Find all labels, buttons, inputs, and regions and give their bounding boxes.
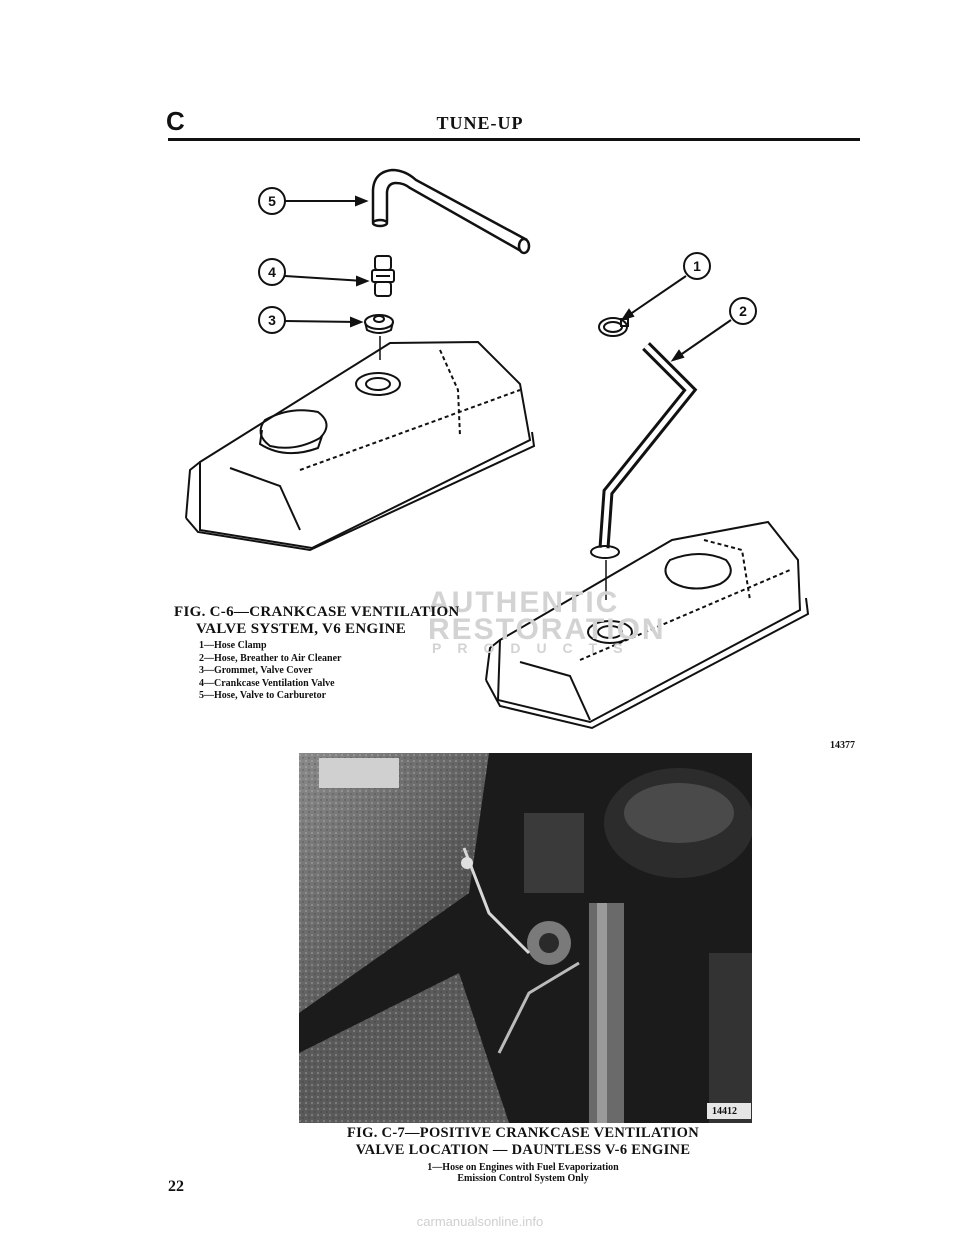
callout-4 [258, 258, 370, 287]
legend-item: 5—Hose, Valve to Carburetor [199, 690, 327, 701]
grommet [364, 314, 394, 360]
fig-c7-note-line2: Emission Control System Only [457, 1173, 589, 1184]
page-title: TUNE-UP [436, 113, 524, 133]
header-rule [168, 138, 860, 141]
legend-item: 1—Hose Clamp [199, 640, 267, 651]
fig-c7-photo: 14412 [299, 753, 754, 1123]
callout-3-label: 3 [268, 312, 276, 328]
hose-valve-to-carburetor [371, 168, 531, 255]
fig-c7-note-line1: 1—Hose on Engines with Fuel Evaporizatio… [427, 1162, 619, 1173]
callout-3 [258, 306, 364, 334]
callout-4-label: 4 [268, 264, 276, 280]
legend-item: 3—Grommet, Valve Cover [199, 665, 313, 676]
figure-c6-drawing: 5 4 3 1 2 [185, 168, 810, 730]
valve-cover-left [185, 340, 536, 552]
callout-5-label: 5 [268, 193, 276, 209]
callout-2-label: 2 [739, 303, 747, 319]
page-number: 22 [168, 1178, 184, 1195]
engine-photo [299, 753, 754, 1123]
fig-c6-caption-line2: VALVE SYSTEM, V6 ENGINE [196, 621, 407, 637]
callout-2 [670, 297, 757, 362]
fig-c7-caption-line1: FIG. C-7—POSITIVE CRANKCASE VENTILATION [347, 1125, 699, 1141]
callout-1-label: 1 [693, 258, 701, 274]
fig-c6-legend: 1—Hose Clamp 2—Hose, Breather to Air Cle… [199, 640, 341, 703]
fig-c6-number: 14377 [830, 740, 855, 751]
watermark-line1: AUTHENTIC [428, 586, 620, 619]
callout-5 [258, 187, 369, 215]
breather-hose [590, 342, 698, 600]
fig-c6-caption-line1: FIG. C-6—CRANKCASE VENTILATION [174, 604, 460, 620]
fig-c7-caption-line2: VALVE LOCATION — DAUNTLESS V-6 ENGINE [355, 1142, 691, 1158]
section-letter: C [166, 106, 185, 136]
fig-c7-photo-number: 14412 [712, 1106, 737, 1117]
legend-item: 4—Crankcase Ventilation Valve [199, 677, 335, 689]
pcv-valve [371, 255, 395, 297]
hose-clamp [598, 317, 629, 337]
watermark-line2: RESTORATION [428, 613, 666, 646]
callout-1 [620, 252, 711, 321]
legend-item: 2—Hose, Breather to Air Cleaner [199, 652, 342, 664]
watermark-line3: PRODUCTS [432, 640, 639, 656]
footer-watermark: carmanualsonline.info [416, 1214, 544, 1229]
valve-cover-right [485, 520, 810, 730]
